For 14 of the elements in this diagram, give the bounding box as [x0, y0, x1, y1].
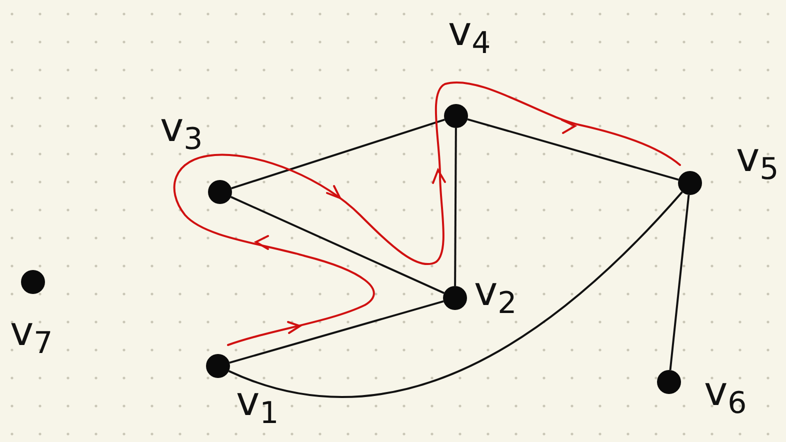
graph-edge	[228, 191, 683, 398]
graph-edge	[454, 128, 457, 286]
vertex-label: v$_{1}$	[236, 382, 279, 422]
graph-edge	[467, 118, 679, 181]
vertex-label: v$_{2}$	[474, 272, 517, 312]
graph-edge	[669, 194, 690, 370]
vertex-label: v$_{4}$	[448, 12, 491, 52]
vertex-label: v$_{6}$	[704, 372, 747, 412]
vertex-label: v$_{3}$	[160, 108, 203, 148]
graph-edge	[230, 196, 444, 294]
vertex-label: v$_{5}$	[736, 138, 779, 178]
graph-edge	[229, 300, 444, 364]
graph-edge	[231, 118, 445, 190]
vertex-label: v$_{7}$	[10, 312, 53, 352]
